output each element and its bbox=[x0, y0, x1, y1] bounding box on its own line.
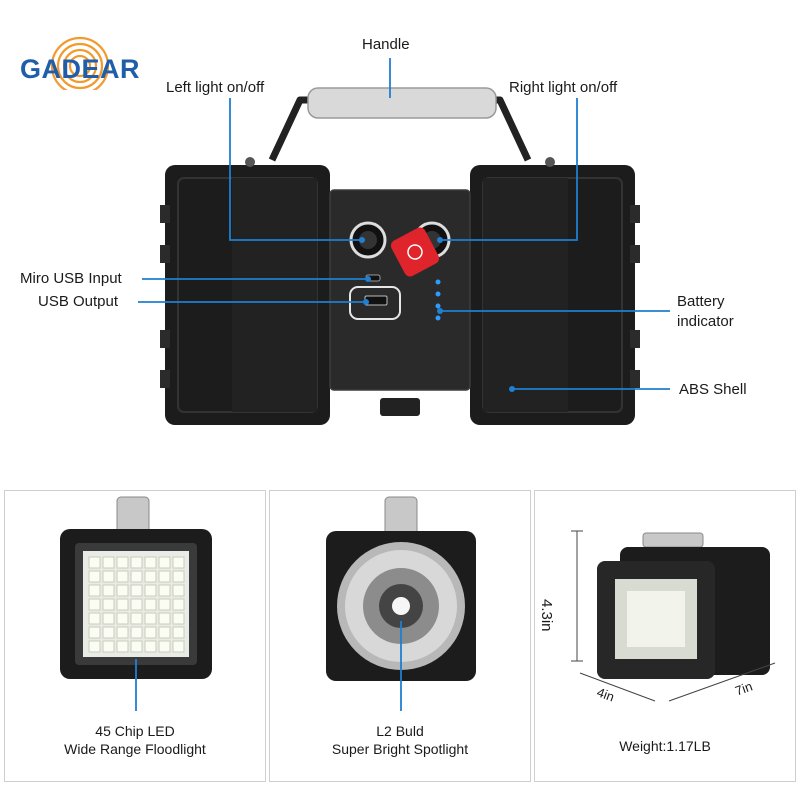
led-chip bbox=[144, 626, 157, 639]
handle-grip bbox=[307, 87, 497, 119]
led-chip bbox=[172, 640, 185, 653]
led-chip bbox=[88, 598, 101, 611]
callout-left-light: Left light on/off bbox=[166, 79, 265, 96]
led-chip bbox=[88, 612, 101, 625]
led-chip bbox=[102, 570, 115, 583]
dimension-height: 4.3in bbox=[538, 599, 555, 632]
led-chip bbox=[102, 640, 115, 653]
led-chip bbox=[116, 598, 129, 611]
led-chip bbox=[130, 612, 143, 625]
dimensions-illustration bbox=[571, 530, 776, 702]
led-chip bbox=[144, 598, 157, 611]
led-chip bbox=[144, 584, 157, 597]
led-chip bbox=[130, 598, 143, 611]
spotlight-illustration bbox=[326, 496, 476, 711]
panel-floodlight: 45 Chip LED Wide Range Floodlight bbox=[4, 490, 266, 782]
battery-leds bbox=[435, 279, 441, 321]
led-chip bbox=[172, 612, 185, 625]
callout-abs-shell: ABS Shell bbox=[679, 381, 747, 398]
led-chip bbox=[88, 584, 101, 597]
led-chip bbox=[130, 626, 143, 639]
led-chip bbox=[102, 626, 115, 639]
led-chip bbox=[172, 570, 185, 583]
led-chip bbox=[130, 584, 143, 597]
led-chip bbox=[116, 584, 129, 597]
floodlight-caption-line2: Wide Range Floodlight bbox=[64, 741, 206, 757]
led-chip bbox=[102, 556, 115, 569]
led-chip bbox=[116, 640, 129, 653]
led-chip bbox=[158, 598, 171, 611]
led-chip bbox=[144, 556, 157, 569]
led-chip bbox=[102, 584, 115, 597]
led-chip-grid bbox=[88, 556, 185, 653]
led-chip bbox=[102, 612, 115, 625]
callout-usb-output: USB Output bbox=[38, 293, 119, 310]
callout-battery-line1: Battery bbox=[677, 293, 725, 310]
led-chip bbox=[88, 556, 101, 569]
logo-text: GADEAR bbox=[20, 54, 141, 84]
usb-output-port bbox=[349, 286, 401, 320]
led-chip bbox=[88, 570, 101, 583]
led-chip bbox=[158, 556, 171, 569]
brand-logo: GADEAR bbox=[16, 30, 146, 90]
led-chip bbox=[172, 598, 185, 611]
led-chip bbox=[88, 640, 101, 653]
callout-battery-line2: indicator bbox=[677, 313, 734, 330]
product-main-view bbox=[138, 58, 670, 425]
led-chip bbox=[130, 556, 143, 569]
led-chip bbox=[144, 570, 157, 583]
led-chip bbox=[102, 598, 115, 611]
led-chip bbox=[158, 570, 171, 583]
led-chip bbox=[144, 612, 157, 625]
led-chip bbox=[116, 612, 129, 625]
led-chip bbox=[144, 640, 157, 653]
panel-spotlight: L2 Buld Super Bright Spotlight bbox=[269, 490, 531, 782]
callout-right-light: Right light on/off bbox=[509, 79, 618, 96]
callout-handle: Handle bbox=[362, 36, 410, 53]
logo-rings-icon bbox=[50, 36, 110, 90]
weight-caption: Weight:1.17LB bbox=[619, 738, 711, 754]
panel-dimensions: 4.3in 4in 7in Weight:1.17LB bbox=[534, 490, 796, 782]
callout-micro-usb: Miro USB Input bbox=[20, 270, 122, 287]
led-chip bbox=[158, 626, 171, 639]
spotlight-caption-line1: L2 Buld bbox=[376, 723, 424, 739]
led-chip bbox=[116, 570, 129, 583]
led-chip bbox=[116, 556, 129, 569]
led-chip bbox=[172, 584, 185, 597]
led-chip bbox=[88, 626, 101, 639]
led-chip bbox=[158, 584, 171, 597]
floodlight-caption-line1: 45 Chip LED bbox=[95, 723, 175, 739]
floodlight-illustration bbox=[60, 496, 212, 711]
led-chip bbox=[158, 640, 171, 653]
power-switch bbox=[390, 227, 440, 277]
led-chip bbox=[158, 612, 171, 625]
led-chip bbox=[172, 556, 185, 569]
spotlight-caption-line2: Super Bright Spotlight bbox=[331, 741, 469, 757]
led-chip bbox=[130, 640, 143, 653]
led-chip bbox=[116, 626, 129, 639]
led-chip bbox=[172, 626, 185, 639]
led-chip bbox=[130, 570, 143, 583]
